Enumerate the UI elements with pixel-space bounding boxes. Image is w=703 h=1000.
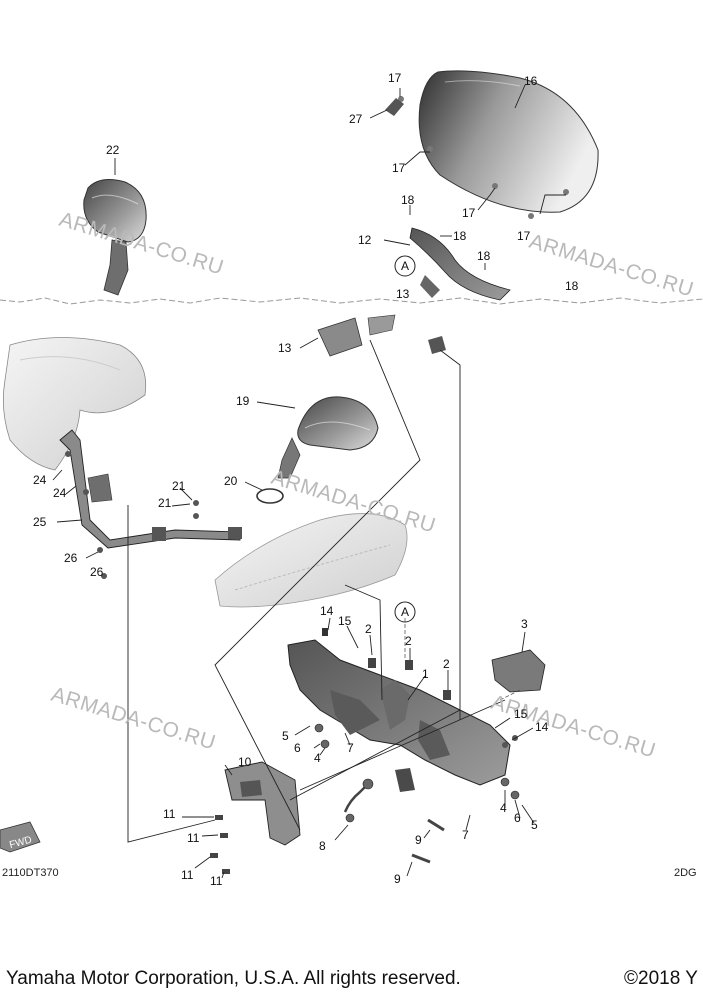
callout-3: 3	[521, 617, 528, 631]
front-cowl-panel	[2, 337, 147, 471]
mirror-stay-bar	[59, 429, 242, 549]
copyright-year: ©2018 Y	[624, 968, 698, 989]
callout-21: 21	[158, 496, 172, 510]
callout-10: 10	[238, 755, 252, 769]
ref-marker-label: A	[401, 605, 409, 619]
stay-bolt-icon	[65, 451, 199, 579]
callout-17: 17	[392, 161, 406, 175]
callout-26: 26	[64, 551, 78, 565]
callout-17: 17	[462, 206, 476, 220]
callout-8: 8	[319, 839, 326, 853]
callout-4: 4	[314, 751, 321, 765]
callout-17: 17	[388, 71, 402, 85]
diagram-code-left: 2110DT370	[2, 867, 59, 879]
callout-13: 13	[278, 341, 292, 355]
windshield-washer-icon	[385, 98, 404, 116]
callout-18: 18	[401, 193, 415, 207]
right-mirror	[277, 396, 379, 479]
callout-4: 4	[500, 801, 507, 815]
callout-18: 18	[565, 279, 579, 293]
callout-7: 7	[462, 828, 469, 842]
callout-5: 5	[282, 729, 289, 743]
callout-17: 17	[517, 229, 531, 243]
callout-24: 24	[33, 473, 47, 487]
footer: Yamaha Motor Corporation, U.S.A. All rig…	[0, 964, 703, 994]
callout-1: 1	[422, 667, 429, 681]
windshield-bolt-icon	[398, 96, 569, 219]
support-rod	[343, 778, 374, 823]
callout-2: 2	[443, 657, 450, 671]
ref-marker-a-top: A	[394, 255, 416, 277]
callout-11: 11	[163, 807, 176, 821]
callout-15: 15	[338, 614, 352, 628]
watermark-text: ARMADA-CO.RU	[489, 691, 659, 763]
callout-7: 7	[347, 741, 354, 755]
bolt-icon	[411, 818, 445, 864]
callout-leaders	[52, 84, 566, 879]
callout-21: 21	[172, 479, 186, 493]
meter-bracket	[491, 649, 546, 693]
callout-5: 5	[531, 818, 538, 832]
callout-6: 6	[514, 811, 521, 825]
ref-marker-label: A	[401, 259, 409, 273]
mirror-grommet-icon	[256, 488, 284, 504]
callout-25: 25	[33, 515, 47, 529]
callout-27: 27	[349, 112, 363, 126]
callout-22: 22	[106, 143, 120, 157]
callout-14: 14	[320, 604, 334, 618]
callout-24: 24	[53, 486, 67, 500]
callout-11: 11	[210, 874, 223, 888]
callout-15: 15	[514, 707, 528, 721]
callout-20: 20	[224, 474, 238, 488]
brace-bolt-icon	[210, 815, 230, 874]
left-mirror	[83, 179, 147, 296]
callout-14: 14	[535, 720, 549, 734]
cowl-stay-bracket	[317, 314, 446, 357]
assembly-lines	[127, 339, 521, 843]
copyright-text: Yamaha Motor Corporation, U.S.A. All rig…	[6, 968, 461, 989]
callout-13: 13	[396, 287, 410, 301]
callout-numbers: 17 16 27 17 17 17 18 18 18 18 12 13 13 2…	[33, 71, 579, 888]
callout-18: 18	[477, 249, 491, 263]
callout-6: 6	[294, 741, 301, 755]
callout-12: 12	[358, 233, 372, 247]
torn-edge	[0, 297, 703, 305]
side-cover-panel	[214, 513, 408, 608]
callout-18: 18	[453, 229, 467, 243]
lower-brace	[224, 761, 301, 846]
callout-2: 2	[405, 634, 412, 648]
callout-11: 11	[181, 868, 194, 882]
callout-2: 2	[365, 622, 372, 636]
watermark-text: ARMADA-CO.RU	[527, 230, 697, 302]
callout-26: 26	[90, 565, 104, 579]
callout-16: 16	[524, 74, 538, 88]
windshield	[418, 70, 599, 213]
callout-19: 19	[236, 394, 250, 408]
diagram-code-right: 2DG	[674, 867, 697, 879]
windshield-bracket	[409, 227, 511, 301]
callout-9: 9	[415, 833, 422, 847]
callout-11: 11	[187, 831, 200, 845]
fwd-arrow-icon: FWD	[0, 821, 41, 853]
callout-9: 9	[394, 872, 401, 886]
watermark-text: ARMADA-CO.RU	[49, 683, 219, 755]
front-subframe	[287, 639, 511, 792]
